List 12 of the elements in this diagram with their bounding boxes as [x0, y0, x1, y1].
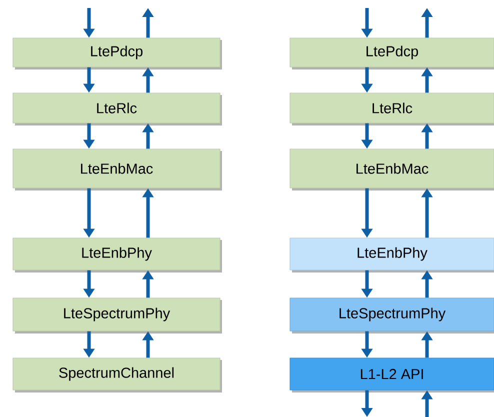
layer-box: LteRlc: [12, 92, 222, 126]
layer-box: LteEnbPhy: [290, 238, 494, 272]
layer-box: SpectrumChannel: [12, 358, 222, 392]
layer-box: LteSpectrumPhy: [12, 298, 222, 334]
layer-box: LtePdcp: [12, 38, 222, 70]
layer-box: LteEnbMac: [12, 148, 222, 190]
layer-box: LteSpectrumPhy: [290, 298, 494, 334]
layer-box: LteEnbPhy: [12, 238, 222, 272]
layer-box: LteRlc: [290, 92, 494, 126]
layer-box: LteEnbMac: [290, 148, 494, 190]
layer-box: LtePdcp: [290, 38, 494, 70]
layer-box: L1-L2 API: [290, 358, 494, 392]
